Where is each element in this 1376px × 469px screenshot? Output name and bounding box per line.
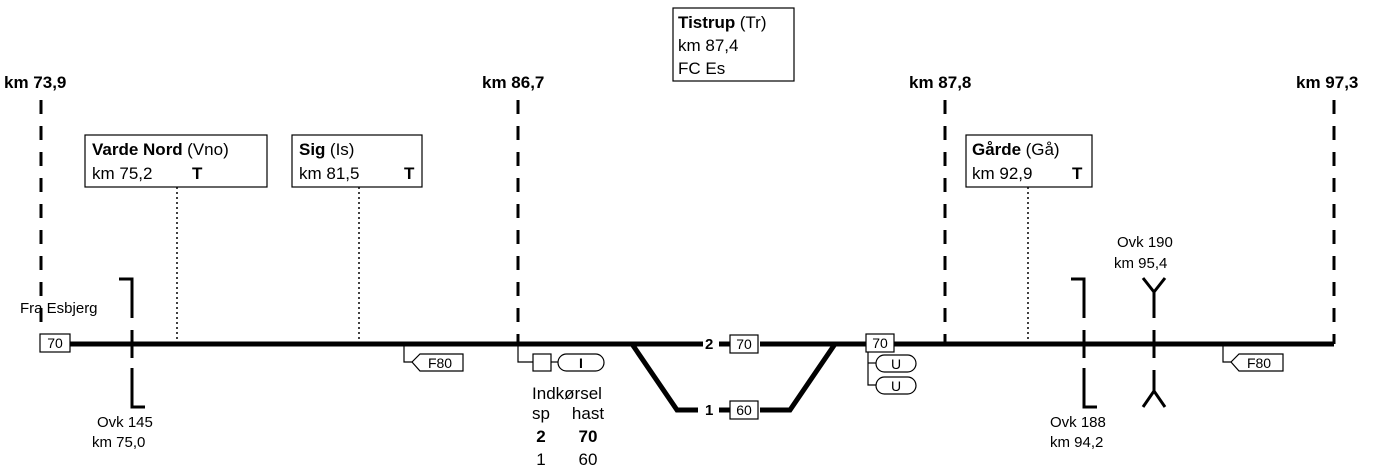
entry-table-row-1-sp: 2 xyxy=(536,427,545,446)
start-speed-sign: 70 xyxy=(39,333,71,353)
crossing-ovk145-name: Ovk 145 xyxy=(97,414,153,431)
crossing-ovk188-km: km 94,2 xyxy=(1050,434,1103,451)
svg-text:Varde Nord (Vno): Varde Nord (Vno) xyxy=(92,140,229,159)
entry-signal: I xyxy=(517,344,605,372)
station-type: T xyxy=(1072,164,1083,183)
crossing-ovk145-km: km 75,0 xyxy=(92,434,145,451)
entry-table-header-sp: sp xyxy=(532,404,550,423)
station-abbr: (Gå) xyxy=(1026,140,1060,159)
track-number-2: 2 xyxy=(705,336,713,353)
level-crossing-ovk190 xyxy=(1141,277,1167,408)
crossing-ovk190-km: km 95,4 xyxy=(1114,255,1167,272)
station-box-sig: Sig (Is) km 81,5 T xyxy=(291,134,423,342)
km-marker-1: km 73,9 xyxy=(4,73,66,92)
station-name: Gårde xyxy=(972,140,1021,159)
crossing-ovk190-name: Ovk 190 xyxy=(1117,234,1173,251)
km-marker-3: km 87,8 xyxy=(909,73,971,92)
u-signal-2-label: U xyxy=(891,378,901,394)
f80-sign-right: F80 xyxy=(1222,344,1284,372)
crossing-ovk188-name: Ovk 188 xyxy=(1050,414,1106,431)
station-km: km 81,5 xyxy=(299,164,359,183)
svg-text:Tistrup (Tr): Tistrup (Tr) xyxy=(678,13,767,32)
main-station-name: Tistrup xyxy=(678,13,735,32)
km-marker-4: km 97,3 xyxy=(1296,73,1358,92)
track-1-speed-value: 60 xyxy=(736,402,752,418)
from-label: Fra Esbjerg xyxy=(20,300,98,317)
main-station-info: FC Es xyxy=(678,59,725,78)
station-box-garde: Gårde (Gå) km 92,9 T xyxy=(965,134,1093,342)
station-name: Varde Nord xyxy=(92,140,183,159)
station-type: T xyxy=(404,164,415,183)
svg-text:Sig (Is): Sig (Is) xyxy=(299,140,354,159)
track-1-speed-sign: 60 xyxy=(729,400,759,420)
main-station-km: km 87,4 xyxy=(678,36,738,55)
u-signal-1-label: U xyxy=(891,356,901,372)
exit-signs: 70 U U xyxy=(865,333,917,395)
f80-right-label: F80 xyxy=(1247,355,1271,371)
level-crossing-ovk188 xyxy=(1071,277,1097,409)
entry-signal-label: I xyxy=(579,355,583,371)
f80-sign-left: F80 xyxy=(403,344,464,372)
station-type: T xyxy=(192,164,203,183)
level-crossing-ovk145 xyxy=(119,277,145,409)
station-km: km 75,2 xyxy=(92,164,152,183)
station-abbr: (Is) xyxy=(330,140,355,159)
entry-table-header-hast: hast xyxy=(572,404,604,423)
station-name: Sig xyxy=(299,140,325,159)
entry-table-title: Indkørsel xyxy=(532,384,602,403)
start-speed-value: 70 xyxy=(47,335,63,351)
station-box-varde-nord: Varde Nord (Vno) km 75,2 T xyxy=(84,134,268,342)
track-2-speed-value: 70 xyxy=(736,336,752,352)
entry-table-row-2-hast: 60 xyxy=(579,450,598,469)
station-km: km 92,9 xyxy=(972,164,1032,183)
exit-speed-value: 70 xyxy=(872,335,888,351)
station-abbr: (Vno) xyxy=(187,140,229,159)
svg-text:Gårde (Gå): Gårde (Gå) xyxy=(972,140,1060,159)
entry-speed-table: Indkørsel sp hast 2 70 1 60 xyxy=(532,384,604,469)
track-number-1: 1 xyxy=(705,402,713,419)
km-marker-2: km 86,7 xyxy=(482,73,544,92)
track-2-speed-sign: 70 xyxy=(729,334,759,354)
entry-table-row-1-hast: 70 xyxy=(579,427,598,446)
siding-track xyxy=(629,342,838,413)
main-station-box: Tistrup (Tr) km 87,4 FC Es xyxy=(672,7,795,82)
main-station-abbr: (Tr) xyxy=(740,13,767,32)
entry-table-row-2-sp: 1 xyxy=(536,450,545,469)
f80-left-label: F80 xyxy=(428,355,452,371)
